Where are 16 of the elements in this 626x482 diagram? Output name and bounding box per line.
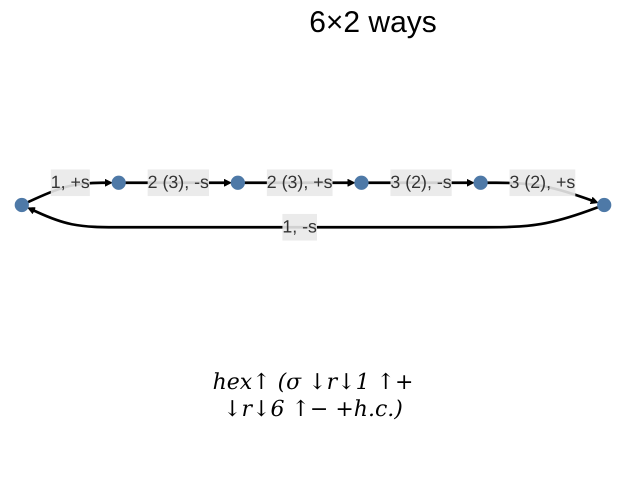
title: 6×2 ways [308,6,438,40]
edge-label: 2 (3), -s [148,172,209,193]
node-point [230,176,245,190]
node-point [14,198,29,212]
equation-text: hex↑ (σ ↓r↓1 ↑+ [212,370,414,395]
node-point [112,176,126,190]
edge-label: 1, +s [50,172,90,193]
equation-text: ↓r↓6 ↑− +h.c.) [223,397,403,422]
arrow [28,206,598,229]
node-point [354,176,369,190]
node-point [597,198,612,212]
edge-label: 2 (3), +s [266,172,333,193]
edge-label: 3 (2), +s [510,172,576,193]
edge-label: 3 (2), -s [390,172,452,193]
edge-label: 1, -s [282,217,317,238]
node-point [473,176,488,190]
